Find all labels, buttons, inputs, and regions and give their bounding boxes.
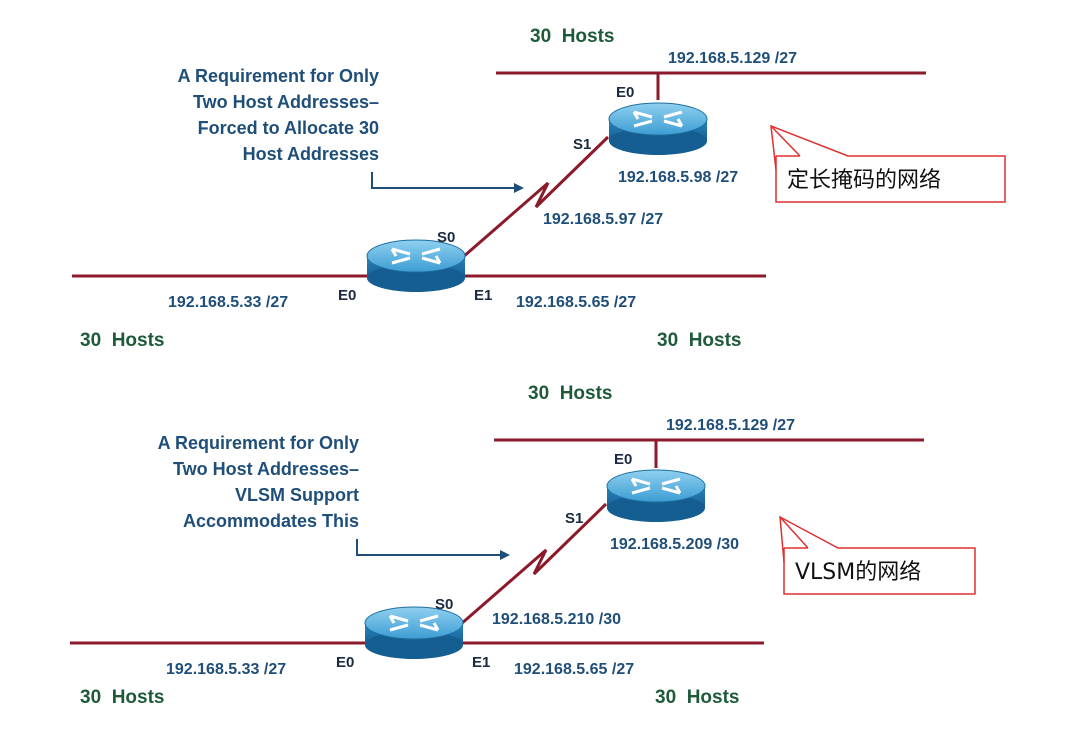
- callout-box: 定长掩码的网络: [770, 124, 1006, 203]
- note-line-4: Host Addresses: [243, 144, 379, 164]
- router-icon: [608, 102, 708, 155]
- router-icon: [366, 239, 466, 292]
- s0-ip-label: 192.168.5.97 /27: [543, 211, 663, 228]
- serial-link-zigzag: [462, 135, 610, 259]
- note-line-1: A Requirement for Only: [158, 433, 359, 453]
- port-label-s0: S0: [435, 596, 453, 613]
- top-lan-ip-label: 192.168.5.129 /27: [668, 50, 797, 67]
- e0-ip-label: 192.168.5.33 /27: [168, 294, 288, 311]
- note-line-2: Two Host Addresses–: [173, 459, 359, 479]
- e1-ip-label: 192.168.5.65 /27: [514, 661, 634, 678]
- note-line-2: Two Host Addresses–: [193, 92, 379, 112]
- left-hosts-label: 30 Hosts: [80, 687, 164, 708]
- right-hosts-label: 30 Hosts: [655, 687, 739, 708]
- arrow-icon: [371, 172, 524, 193]
- e0-ip-label: 192.168.5.33 /27: [166, 661, 286, 678]
- port-label-e0: E0: [336, 654, 354, 671]
- port-label-s1: S1: [573, 136, 591, 153]
- note-line-1: A Requirement for Only: [178, 66, 379, 86]
- s1-ip-label: 192.168.5.209 /30: [610, 536, 739, 553]
- s1-ip-label: 192.168.5.98 /27: [618, 169, 738, 186]
- port-label-e1: E1: [474, 287, 492, 304]
- port-label-e1: E1: [472, 654, 490, 671]
- top-hosts-label: 30 Hosts: [530, 26, 614, 47]
- diagram-fixed-mask: 30 Hosts 192.168.5.129 /27 E0 S1 192.168…: [72, 26, 1006, 351]
- right-hosts-label: 30 Hosts: [657, 330, 741, 351]
- port-label-top-e0: E0: [616, 84, 634, 101]
- router-icon: [364, 606, 464, 659]
- note-line-3: Forced to Allocate 30: [198, 118, 379, 138]
- router-icon: [606, 469, 706, 522]
- port-label-e0: E0: [338, 287, 356, 304]
- e1-ip-label: 192.168.5.65 /27: [516, 294, 636, 311]
- port-label-s1: S1: [565, 510, 583, 527]
- s0-ip-label: 192.168.5.210 /30: [492, 611, 621, 628]
- callout-box: VLSM的网络: [779, 515, 976, 595]
- callout-text: 定长掩码的网络: [787, 168, 941, 193]
- top-hosts-label: 30 Hosts: [528, 383, 612, 404]
- callout-text: VLSM的网络: [795, 560, 921, 585]
- diagram-vlsm: 30 Hosts 192.168.5.129 /27 E0 S1 192.168…: [70, 383, 976, 708]
- top-lan-ip-label: 192.168.5.129 /27: [666, 417, 795, 434]
- serial-link-zigzag: [460, 502, 608, 626]
- note-line-4: Accommodates This: [183, 511, 359, 531]
- arrow-icon: [356, 539, 510, 560]
- port-label-top-e0: E0: [614, 451, 632, 468]
- port-label-s0: S0: [437, 229, 455, 246]
- left-hosts-label: 30 Hosts: [80, 330, 164, 351]
- note-line-3: VLSM Support: [235, 485, 359, 505]
